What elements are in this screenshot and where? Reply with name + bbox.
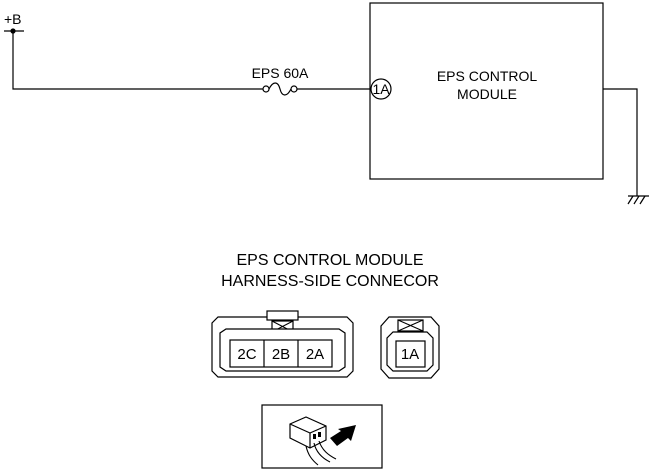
fuse-label: EPS 60A bbox=[252, 65, 309, 81]
battery-terminal: +B bbox=[4, 11, 24, 34]
connector-title-line2: HARNESS-SIDE CONNECOR bbox=[221, 273, 439, 290]
module-pin-label: 1A bbox=[372, 81, 390, 97]
pin-2b: 2B bbox=[272, 346, 290, 363]
module-name-line1: EPS CONTROL bbox=[437, 68, 538, 84]
pin-1a: 1A bbox=[401, 346, 419, 363]
module-pin-badge: 1A bbox=[370, 78, 392, 100]
pin-2c: 2C bbox=[237, 346, 256, 363]
connector-3-pin: 2C 2B 2A bbox=[211, 310, 354, 378]
supply-wire bbox=[12, 31, 263, 90]
supply-label: +B bbox=[4, 11, 22, 27]
ground-wire bbox=[603, 88, 638, 196]
module-name-line2: MODULE bbox=[457, 86, 517, 102]
connector-title-line1: EPS CONTROL MODULE bbox=[237, 252, 424, 269]
connector-latch bbox=[266, 310, 299, 321]
connector-1-pin: 1A bbox=[380, 316, 440, 379]
eps-control-module-box bbox=[369, 2, 604, 180]
ground-symbol-icon bbox=[627, 195, 649, 205]
connector-view-direction-icon bbox=[261, 404, 383, 469]
fuse-icon bbox=[262, 82, 298, 96]
pin-2a: 2A bbox=[306, 346, 324, 363]
